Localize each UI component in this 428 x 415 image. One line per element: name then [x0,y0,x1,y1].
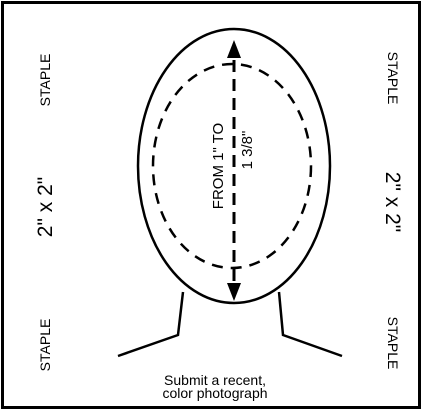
staple-top-right: STAPLE [385,52,401,105]
caption: Submit a recent, color photograph [130,372,300,401]
size-left: 2" x 2" [34,177,57,237]
caption-line-1: Submit a recent, [164,372,266,388]
neck-shoulders [117,291,185,358]
caption-line-2: color photograph [162,385,268,401]
neck-shoulders-right [277,291,343,358]
arrow-up-icon [227,40,241,58]
staple-top-left: STAPLE [37,54,53,107]
staple-bottom-right: STAPLE [385,317,401,370]
measure-label-right: 1 3/8" [239,131,256,170]
arrow-down-icon [227,283,241,301]
measure-label-left: FROM 1" TO [210,123,227,209]
face-dashed-oval [151,62,313,270]
size-right: 2" x 2" [381,172,404,232]
staple-bottom-left: STAPLE [37,319,53,372]
